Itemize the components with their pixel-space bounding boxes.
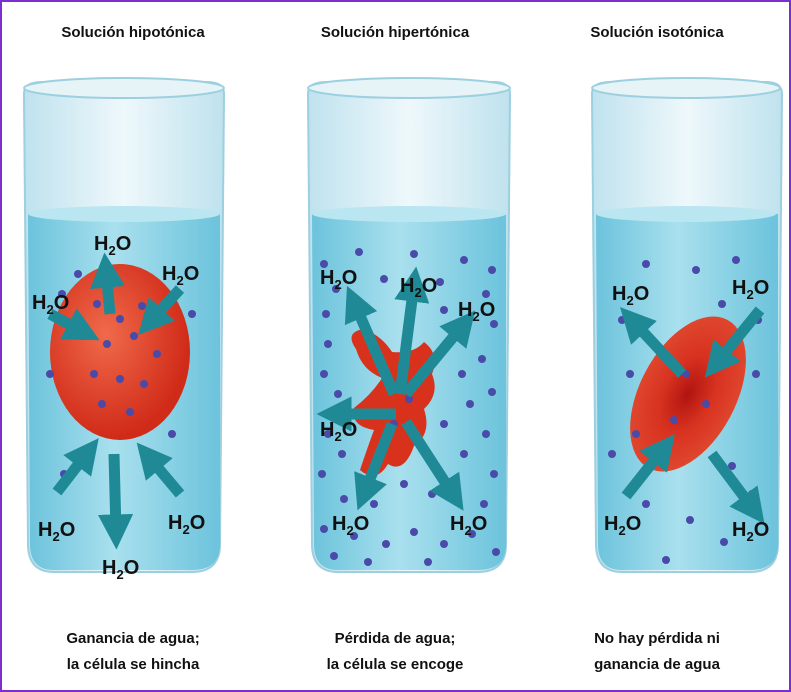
beaker-hypotonic: H2O H2O H2O H2O H2O H2O bbox=[2, 74, 264, 604]
caption-line-2: la célula se hincha bbox=[2, 652, 264, 678]
caption-line-2: ganancia de agua bbox=[526, 652, 788, 678]
panel-hypotonic: Solución hipotónica bbox=[2, 2, 264, 690]
caption-line-2: la célula se encoge bbox=[264, 652, 526, 678]
panel-title: Solución hipertónica bbox=[264, 24, 526, 41]
cell-swollen bbox=[50, 264, 190, 440]
panel-caption: Pérdida de agua; la célula se encoge bbox=[264, 626, 526, 678]
beaker-isotonic: H2O H2O H2O H2O bbox=[526, 74, 788, 604]
caption-line-1: Pérdida de agua; bbox=[264, 626, 526, 652]
panel-title: Solución hipotónica bbox=[2, 24, 264, 41]
panel-isotonic: Solución isotónica bbox=[526, 2, 788, 690]
beaker-hypertonic: H2O H2O H2O H2O H2O H2O bbox=[264, 74, 526, 604]
panel-title: Solución isotónica bbox=[526, 24, 788, 41]
panel-caption: Ganancia de agua; la célula se hincha bbox=[2, 626, 264, 678]
caption-line-1: No hay pérdida ni bbox=[526, 626, 788, 652]
caption-line-1: Ganancia de agua; bbox=[2, 626, 264, 652]
panel-caption: No hay pérdida ni ganancia de agua bbox=[526, 626, 788, 678]
panel-hypertonic: Solución hipertónica bbox=[264, 2, 526, 690]
